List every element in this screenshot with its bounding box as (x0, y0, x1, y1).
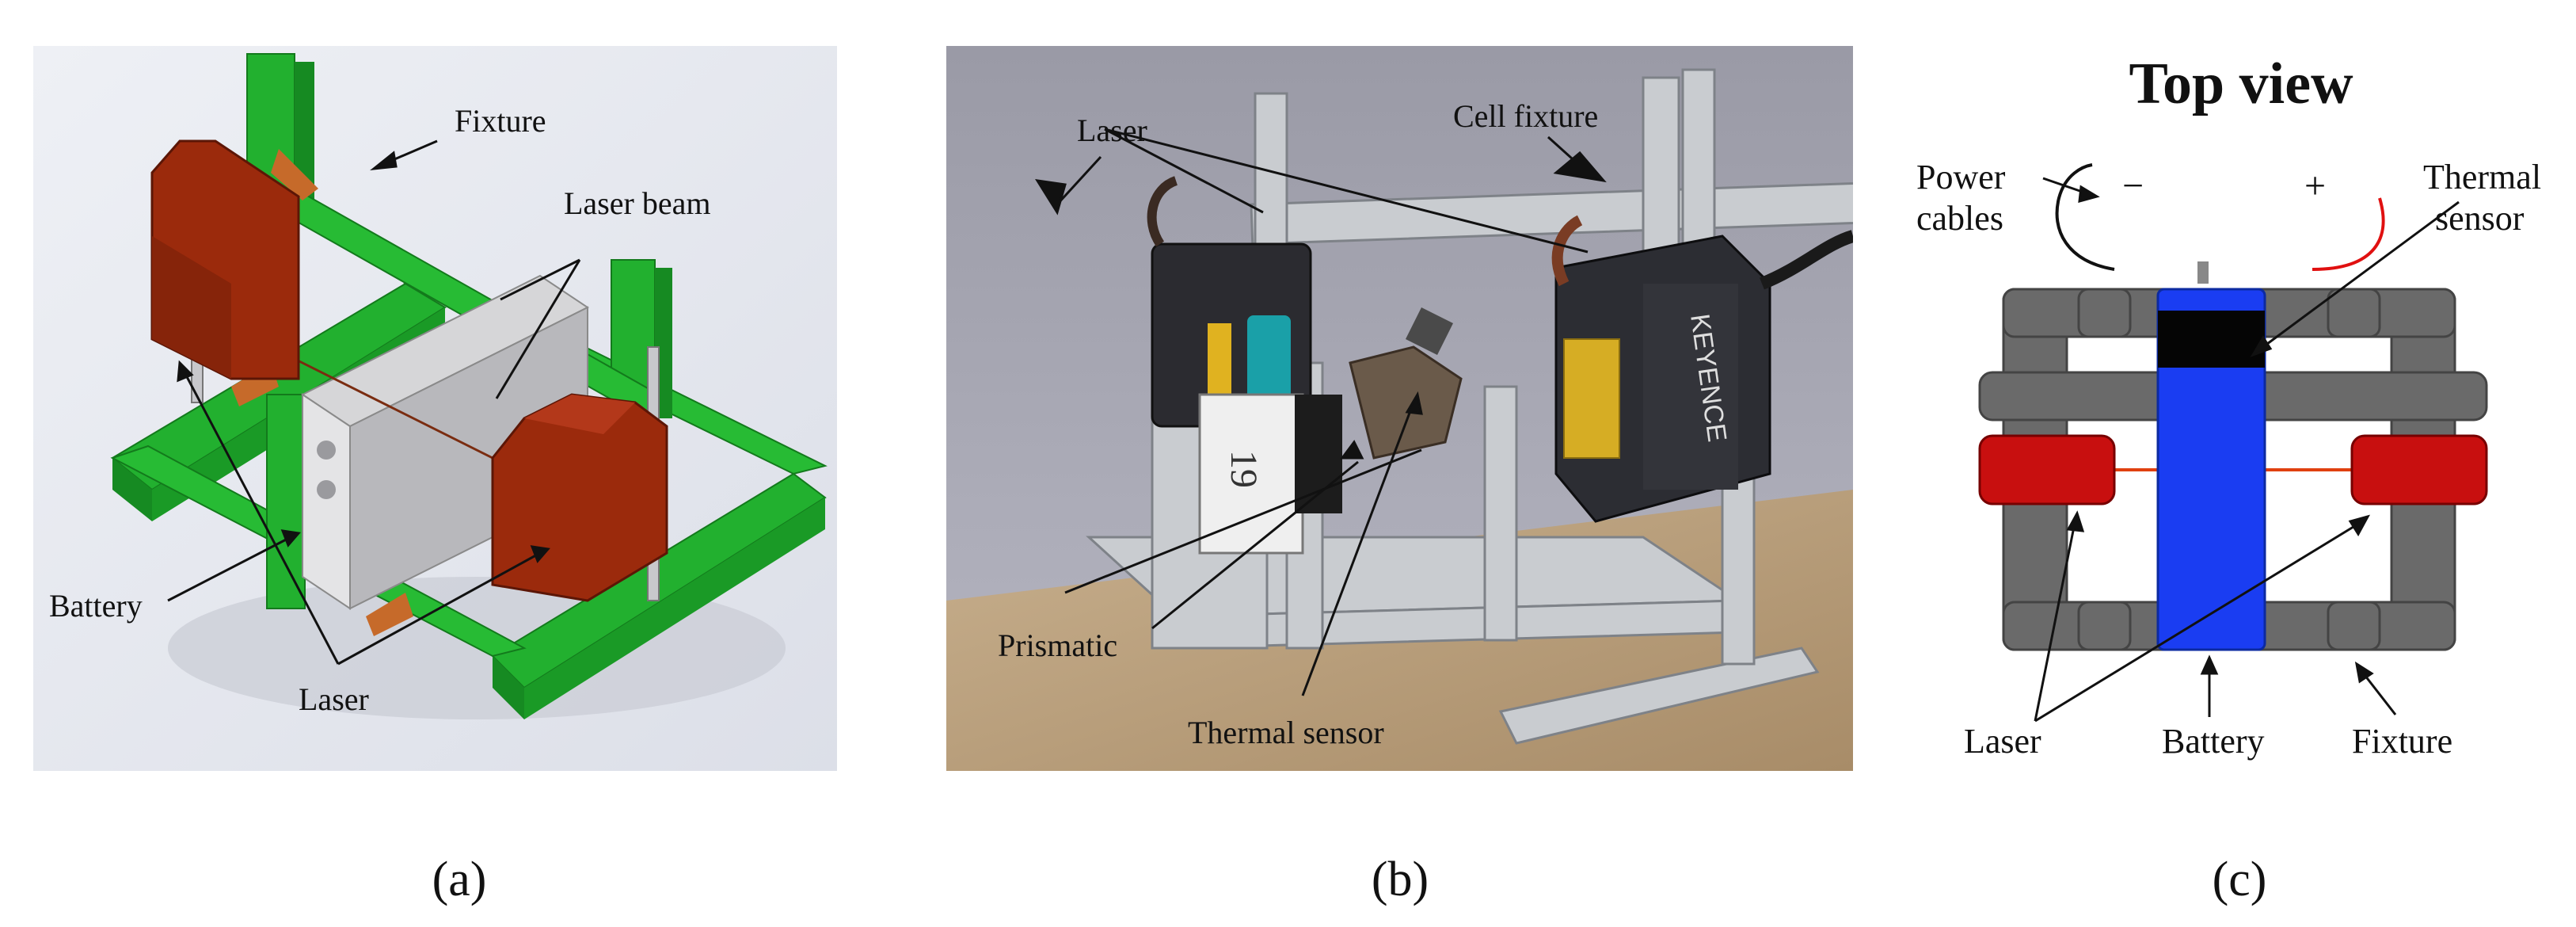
panel-a-cad-render: Fixture Laser beam Battery Laser (33, 46, 837, 771)
label-power-line2: cables (1916, 199, 2003, 238)
label-power-line1: Power (1916, 158, 2006, 196)
aluminium-frame (1086, 68, 1853, 745)
battery-block (301, 274, 589, 610)
prismatic-cell: 19 (1198, 307, 1463, 555)
panel-c-top-view: Top view Power cables − (1885, 32, 2574, 792)
annotation-arrows (167, 139, 581, 666)
label-laser-a: Laser (299, 681, 369, 717)
top-view-thermal-sensor (2158, 311, 2265, 368)
left-laser-sensor (1147, 176, 1312, 428)
label-laser-beam: Laser beam (564, 185, 710, 221)
label-battery-a: Battery (49, 588, 143, 624)
caption-b: (b) (1371, 853, 1429, 906)
top-view-title: Top view (2129, 52, 2353, 116)
cell-marking: 19 (1223, 450, 1265, 488)
label-battery-c: Battery (2162, 722, 2265, 761)
label-minus: − (2122, 165, 2144, 207)
top-view-arrows (2034, 177, 2460, 723)
panel-b-photo: 19 KEYENCE Laser (946, 46, 1853, 771)
label-plus: + (2304, 165, 2326, 207)
cad-render-figure: Fixture Laser beam Battery Laser (33, 46, 837, 771)
top-view-laser-left (1978, 434, 2116, 505)
photo-figure: 19 KEYENCE Laser (946, 46, 1853, 771)
label-fixture-a: Fixture (455, 103, 546, 139)
label-thermal-line2: sensor (2435, 199, 2525, 238)
top-view-battery (2156, 288, 2266, 651)
left-laser-head (150, 139, 300, 403)
label-laser-b: Laser (1077, 113, 1147, 148)
label-cell-fixture: Cell fixture (1453, 98, 1598, 134)
caption-a: (a) (432, 853, 487, 906)
label-thermal-line1: Thermal (2423, 158, 2541, 196)
right-laser-sensor: KEYENCE (1551, 215, 1853, 523)
caption-c: (c) (2212, 853, 2267, 906)
top-view-laser-right (2350, 434, 2488, 505)
label-thermal-sensor-b: Thermal sensor (1188, 715, 1384, 750)
label-fixture-c: Fixture (2352, 722, 2452, 761)
top-view-schematic: Top view Power cables − (1916, 52, 2541, 761)
label-laser-c: Laser (1964, 722, 2041, 761)
photo-annotation-arrows (1035, 128, 1607, 696)
label-prismatic: Prismatic (998, 628, 1117, 663)
power-cables (2055, 163, 2385, 284)
